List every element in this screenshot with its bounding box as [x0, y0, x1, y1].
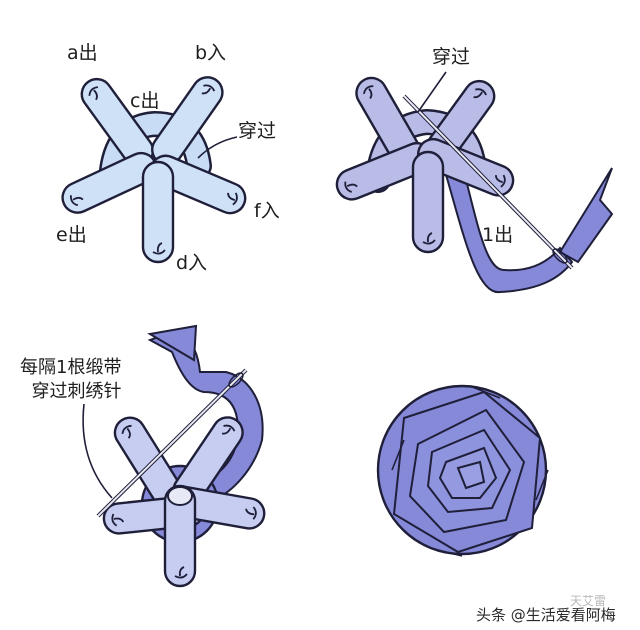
step1-through-label: 穿过: [238, 120, 277, 142]
step2-through-label: 穿过: [432, 46, 471, 68]
step1-f-label: f入: [254, 200, 280, 222]
step3-note: 每隔1根缎带 穿过刺绣针: [20, 356, 121, 404]
step3-note-line2: 穿过刺绣针: [31, 381, 122, 402]
step3-diagram: [82, 324, 268, 588]
watermark-faint-text: 天艾雷: [570, 594, 607, 608]
step1-through-pointer: [197, 136, 238, 159]
step1-d-label: d入: [176, 252, 208, 274]
step1-b-label: b入: [195, 42, 227, 64]
step2-through-pointer: [417, 71, 447, 113]
step2-ribbon: [442, 162, 574, 294]
step3-note-line1: 每隔1根缎带: [20, 357, 122, 378]
watermark-text: 头条 @生活爱看阿梅: [476, 606, 616, 624]
step2-ribbon-tail: [558, 167, 614, 264]
step4-finished-rose: [376, 384, 549, 557]
step2-1out-label: 1出: [482, 224, 514, 246]
step2-diagram: [331, 71, 614, 294]
step1-diagram: [56, 70, 252, 264]
step1-c-label: c出: [130, 90, 160, 112]
step1-a-label: a出: [67, 42, 98, 64]
step3-note-pointer: [82, 403, 113, 499]
step2-petal-5: [411, 150, 445, 254]
step1-e-label: e出: [56, 224, 87, 246]
step1-petal-d: [141, 160, 175, 264]
